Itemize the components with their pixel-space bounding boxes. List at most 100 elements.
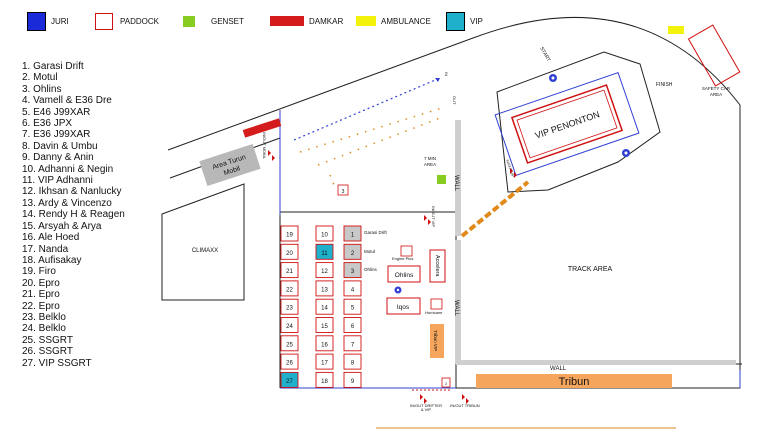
legend-label: AMBULANCE [381,16,431,26]
vip-swatch [446,11,465,31]
paddock-slot [315,298,334,315]
inout-drifter-label: IN/OUT DRIFTER [410,403,442,408]
paddock-list-item: 24. Belklo [22,323,66,335]
vip-walkway [460,180,530,238]
accelera-booth [429,249,446,283]
venue-boundary [167,16,742,389]
ambulance-swatch [356,16,376,26]
paddock-slot [280,335,299,352]
paddock-slot [343,243,362,260]
paddock-slot-label: 8 [351,361,355,367]
hurricane-booth [430,298,443,310]
paddock-slot-label: 20 [286,251,293,257]
paddock-slot [280,353,299,370]
vip-penonton-blue [494,71,640,177]
engine-plus-booth [400,245,413,257]
paddock-slot [280,225,299,242]
paddock-slot [315,280,334,297]
start-label: START [538,46,551,63]
juri-marker-inner [551,76,555,80]
wall-label-top: WALL [453,175,459,192]
paddock-slot [280,317,299,333]
paddock-list-item: 21. Epro [22,289,60,301]
paddock-list-item: 9. Danny & Anin [22,152,94,164]
paddock-slot [315,371,334,388]
paddock-list-item: 19. Firo [22,266,56,278]
paddock-list-item: 10. Adhanni & Negin [22,163,114,175]
inout-mobil-icon [268,150,275,161]
paddock-slot-label: 21 [286,269,293,275]
out-label: OUT [452,96,457,105]
paddock-list-item: 5. E46 J99XAR [22,106,91,118]
juri-marker-inner [624,151,628,155]
paddock-slot [315,225,334,242]
in-label: IN [444,72,449,76]
iqos-label: Iqos [397,304,410,311]
ohlins-label: Ohlins [364,267,378,272]
paddock-slot-label: 12 [321,269,328,275]
paddock-swatch [95,12,113,30]
tribun [476,374,672,388]
route-blue-arrow [435,78,440,82]
paddock-slot [280,262,299,279]
climaxx-label: CLIMAXX [192,248,218,254]
paddock-slot-label: 23 [286,306,293,312]
paddock-list-item: 4. Vamell & E36 Dre [22,95,112,107]
legend-genset: GENSET [183,10,244,32]
route-orange-2 [317,117,441,166]
small-box-2 [441,377,451,388]
paddock-slot [343,262,362,279]
inout-vip-label: IN/OUT VIP [431,206,436,227]
tribun-vip-label: Tribun VIP [433,330,438,351]
paddock-slot-label: 6 [351,324,355,330]
paddock-slot-label: 22 [286,287,293,293]
iqos-booth [386,297,421,315]
paddock-slot [280,280,299,297]
inout-drifter-label: & VIP [421,407,432,412]
track-area-label: TRACK AREA [568,266,613,273]
paddock-slot [280,298,299,315]
paddock-slot [315,353,334,370]
area-turun-mobil [199,143,261,187]
wall-bar-top [455,120,461,236]
paddock-slot [315,317,334,333]
paddock-list-item: 26. SSGRT [22,346,73,358]
paddock-list-item: 7. E36 J99XAR [22,129,91,141]
paddock-slot [315,243,334,260]
paddock-slot-label: 15 [321,324,328,330]
genset-swatch [183,15,195,27]
accelera-label: Accelera [434,255,440,277]
paddock-list-item: 18. Aufisakay [22,254,82,266]
paddock-slot-label: 17 [321,361,328,367]
small-box-b-label: 2 [445,382,447,386]
inout-tribun-label: IN/OUT TRIBUN [450,403,480,408]
paddock-slot [315,262,334,279]
paddock-list-item: 16. Ale Hoed [22,232,80,244]
safety-car-area [687,24,741,87]
damkar-marker [242,118,282,138]
paddock-list-item: 17. Nanda [22,243,69,255]
paddock-slot-label: 7 [351,342,355,348]
genset-marker [437,175,446,184]
paddock-slot-label: 2 [351,251,355,257]
tribun-label: Tribun [559,376,590,388]
vip-penonton-red-inner [516,89,618,159]
paddock-slot-label: 27 [286,379,293,385]
garasi-drift-label: Garasi Drift [364,230,388,235]
paddock-list-item: 2. Motul [22,72,58,84]
paddock-list-item: 15. Arsyah & Arya [22,220,102,232]
paddock-list-item: 13. Ardy & Vincenzo [22,197,112,209]
wall-label-mid: WALL [453,300,459,317]
ohlins-booth [387,265,421,283]
paddock-slot-label: 13 [321,287,328,293]
legend-vip: VIP [446,10,483,32]
inout-drifter-icon [420,394,427,404]
inout-vip-label: IN/OUT VIP [505,159,515,178]
vip-penonton-label: VIP PENONTON [534,109,601,140]
paddock-list-item: 8. Davin & Umbu [22,140,98,152]
juri-marker-inner [396,288,400,292]
legend-damkar: DAMKAR [270,10,343,32]
paddock-slot [343,298,362,315]
damkar-swatch [270,16,304,26]
paddock-list-item: 20. Epro [22,277,60,289]
